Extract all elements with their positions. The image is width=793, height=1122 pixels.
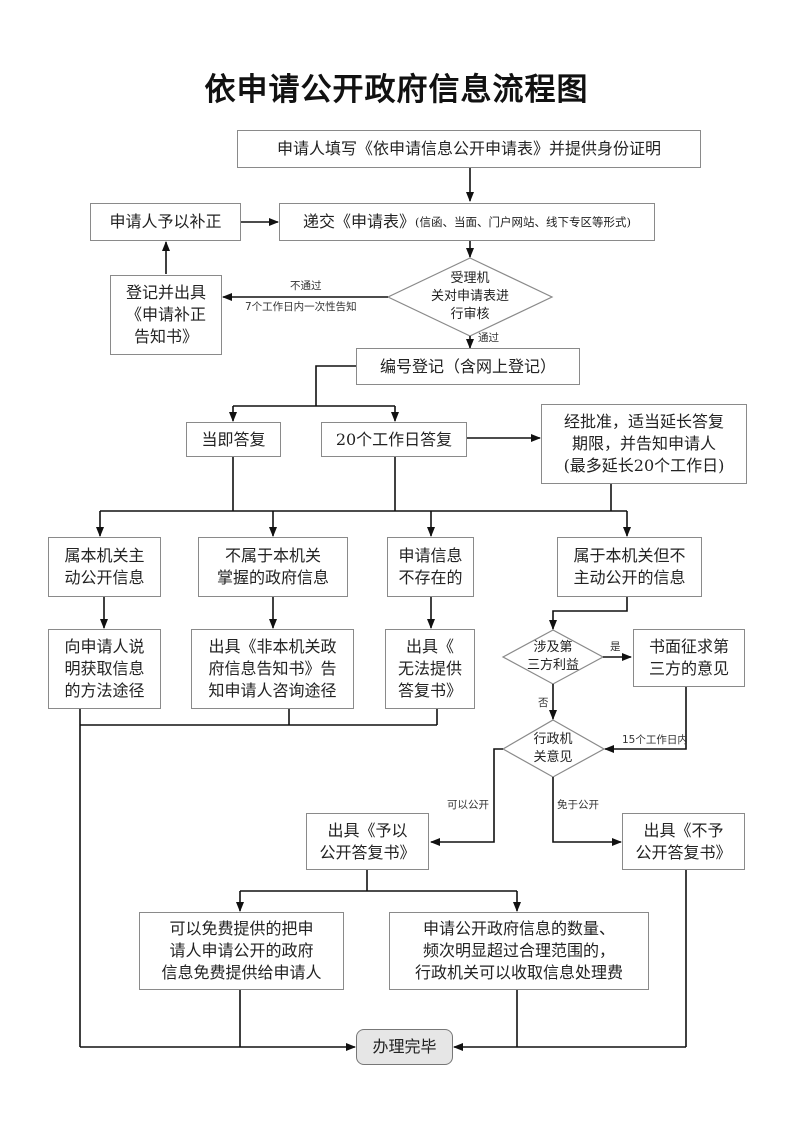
admin-opinion-text: 行政机 关意见: [513, 730, 593, 768]
text-line: 属本机关主: [64, 546, 145, 565]
node-not-disclose: 出具《不予 公开答复书》: [622, 813, 745, 870]
text-line: 出具《: [405, 637, 454, 656]
node-disclose: 出具《予以 公开答复书》: [306, 813, 429, 870]
text-line: 申请公开政府信息的数量、: [422, 919, 615, 938]
page-title: 依申请公开政府信息流程图: [204, 72, 589, 108]
text-line: 属于本机关但不: [573, 546, 686, 565]
label-fail-note: 7个工作日内一次性告知: [245, 301, 357, 313]
text-line: 主动公开的信息: [573, 568, 686, 587]
node-extend: 经批准，适当延长答复 期限，并告知申请人 (最多延长20个工作日): [541, 404, 747, 484]
node-cat-not-active: 属于本机关但不 主动公开的信息: [557, 537, 702, 597]
text-line: 不存在的: [398, 568, 463, 587]
text-line: 申请信息: [398, 546, 463, 565]
text-line: 经批准，适当延长答复: [563, 412, 724, 431]
text-line: 三方利益: [526, 658, 579, 673]
label-no: 否: [538, 697, 549, 709]
text-line: 可以免费提供的把申: [169, 919, 314, 938]
node-fee: 申请公开政府信息的数量、 频次明显超过合理范围的， 行政机关可以收取信息处理费: [389, 912, 649, 990]
third-party-text: 涉及第 三方利益: [513, 638, 593, 676]
node-instant-reply: 当即答复: [186, 422, 281, 457]
label-pass: 通过: [478, 332, 499, 344]
text-line: 《申请补正: [125, 305, 206, 324]
review-text: 受理机 关对申请表进 行审核: [400, 262, 540, 332]
node-submit: 递交《申请表》 (信函、当面、门户网站、线下专区等形式): [279, 203, 655, 241]
node-cat-active: 属本机关主 动公开信息: [48, 537, 161, 597]
node-solicit: 书面征求第 三方的意见: [633, 629, 745, 687]
node-fill-form: 申请人填写《依申请信息公开申请表》并提供身份证明: [237, 130, 701, 168]
text-line: 府信息告知书》告: [208, 659, 337, 678]
text-line: 频次明显超过合理范围的，: [422, 941, 615, 960]
text-line: 出具《非本机关政: [208, 637, 337, 656]
submit-main-text: 递交《申请表》: [303, 212, 416, 231]
text-line: 期限，并告知申请人: [571, 434, 716, 453]
label-exempt: 免于公开: [557, 799, 599, 811]
connector-register-split: [315, 365, 356, 406]
text-line: 公开答复书》: [635, 842, 732, 862]
text-line: 信息免费提供给申请人: [161, 963, 322, 982]
text-line: 请人申请公开的政府: [169, 941, 314, 960]
text-line: 关意见: [533, 750, 573, 765]
text-line: 出具《予以: [327, 820, 408, 840]
text-line: 动公开信息: [64, 568, 145, 587]
label-can-disclose: 可以公开: [447, 799, 489, 811]
node-done: 办理完毕: [356, 1029, 453, 1065]
text-line: 的方法途径: [64, 681, 145, 700]
text-line: 公开答复书》: [319, 842, 416, 862]
label-fail: 不通过: [290, 280, 322, 292]
text-line: 掌握的政府信息: [216, 568, 329, 587]
text-line: 三方的意见: [648, 659, 729, 678]
node-free: 可以免费提供的把申 请人申请公开的政府 信息免费提供给申请人: [139, 912, 344, 990]
node-correct: 申请人予以补正: [90, 203, 241, 241]
text-line: 不属于本机关: [224, 546, 321, 565]
text-line: 出具《不予: [643, 820, 724, 840]
node-res-active: 向申请人说 明获取信息 的方法途径: [48, 629, 161, 709]
text-line: 行政机关可以收取信息处理费: [414, 963, 623, 982]
text-line: 行政机: [533, 732, 573, 747]
text-line: (最多延长20个工作日): [563, 456, 725, 475]
text-line: 明获取信息: [64, 659, 145, 678]
node-register: 编号登记（含网上登记）: [356, 348, 580, 385]
node-notice-correct: 登记并出具 《申请补正 告知书》: [110, 275, 222, 355]
node-cat-not-exist: 申请信息 不存在的: [387, 537, 474, 597]
text-line: 知申请人咨询途径: [208, 681, 337, 700]
text-line: 关对申请表进: [430, 289, 509, 304]
text-line: 涉及第: [533, 640, 573, 655]
node-res-not-exist: 出具《 无法提供 答复书》: [385, 629, 475, 709]
text-line: 受理机: [450, 271, 490, 286]
text-line: 告知书》: [133, 327, 198, 346]
submit-sub-text: (信函、当面、门户网站、线下专区等形式): [415, 215, 631, 229]
text-line: 无法提供: [397, 659, 462, 678]
text-line: 登记并出具: [125, 283, 206, 302]
label-yes: 是: [610, 641, 621, 653]
text-line: 行审核: [450, 307, 490, 322]
text-line: 向申请人说: [64, 637, 145, 656]
node-cat-not-ours: 不属于本机关 掌握的政府信息: [198, 537, 348, 597]
text-line: 答复书》: [397, 681, 462, 700]
node-reply-20: 20个工作日答复: [321, 422, 467, 457]
node-res-not-ours: 出具《非本机关政 府信息告知书》告 知申请人咨询途径: [191, 629, 354, 709]
label-15-days: 15个工作日内: [622, 734, 688, 746]
text-line: 书面征求第: [648, 637, 729, 656]
